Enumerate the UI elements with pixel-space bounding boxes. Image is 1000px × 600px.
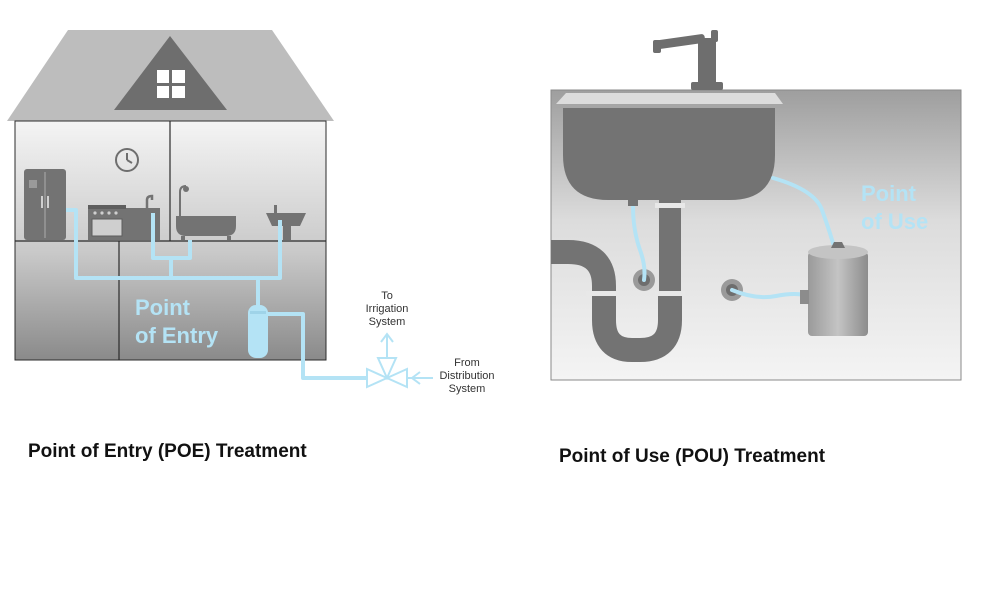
distribution-label-line2: Distribution <box>439 370 494 382</box>
poe-label-line2: of Entry <box>135 323 219 348</box>
poe-water-lines <box>66 208 370 380</box>
pou-label-line2: of Use <box>861 209 928 234</box>
arrow-up-icon <box>380 332 394 343</box>
irrigation-label-line1: To <box>381 290 393 302</box>
pou-caption: Point of Use (POU) Treatment <box>559 446 826 467</box>
poe-filter-cartridge <box>248 305 268 358</box>
stove-icon <box>88 205 126 240</box>
poe-caption: Point of Entry (POE) Treatment <box>28 441 307 462</box>
bathroom-sink-icon <box>266 205 306 240</box>
clock-icon <box>115 148 139 172</box>
distribution-label-line1: From <box>454 357 480 369</box>
pou-label-line1: Point <box>861 181 917 206</box>
irrigation-label-line3: System <box>369 316 406 328</box>
distribution-label-line3: System <box>449 383 486 395</box>
sink-basin <box>563 108 775 200</box>
countertop <box>556 93 783 104</box>
poe-label-line1: Point <box>135 295 191 320</box>
drain-tailpiece <box>659 200 681 296</box>
irrigation-label-line2: Irrigation <box>366 303 409 315</box>
bathtub-icon <box>176 185 236 240</box>
house: Point of Entry <box>7 30 370 380</box>
arrow-left-icon <box>410 371 421 385</box>
sink-cabinet: Point of Use <box>550 30 962 381</box>
attic-window-icon <box>157 70 185 98</box>
pou-filter-tank <box>800 242 868 336</box>
faucet-icon <box>653 30 723 90</box>
three-way-valve <box>366 332 433 389</box>
p-trap <box>551 240 682 362</box>
refrigerator-icon <box>24 169 66 240</box>
